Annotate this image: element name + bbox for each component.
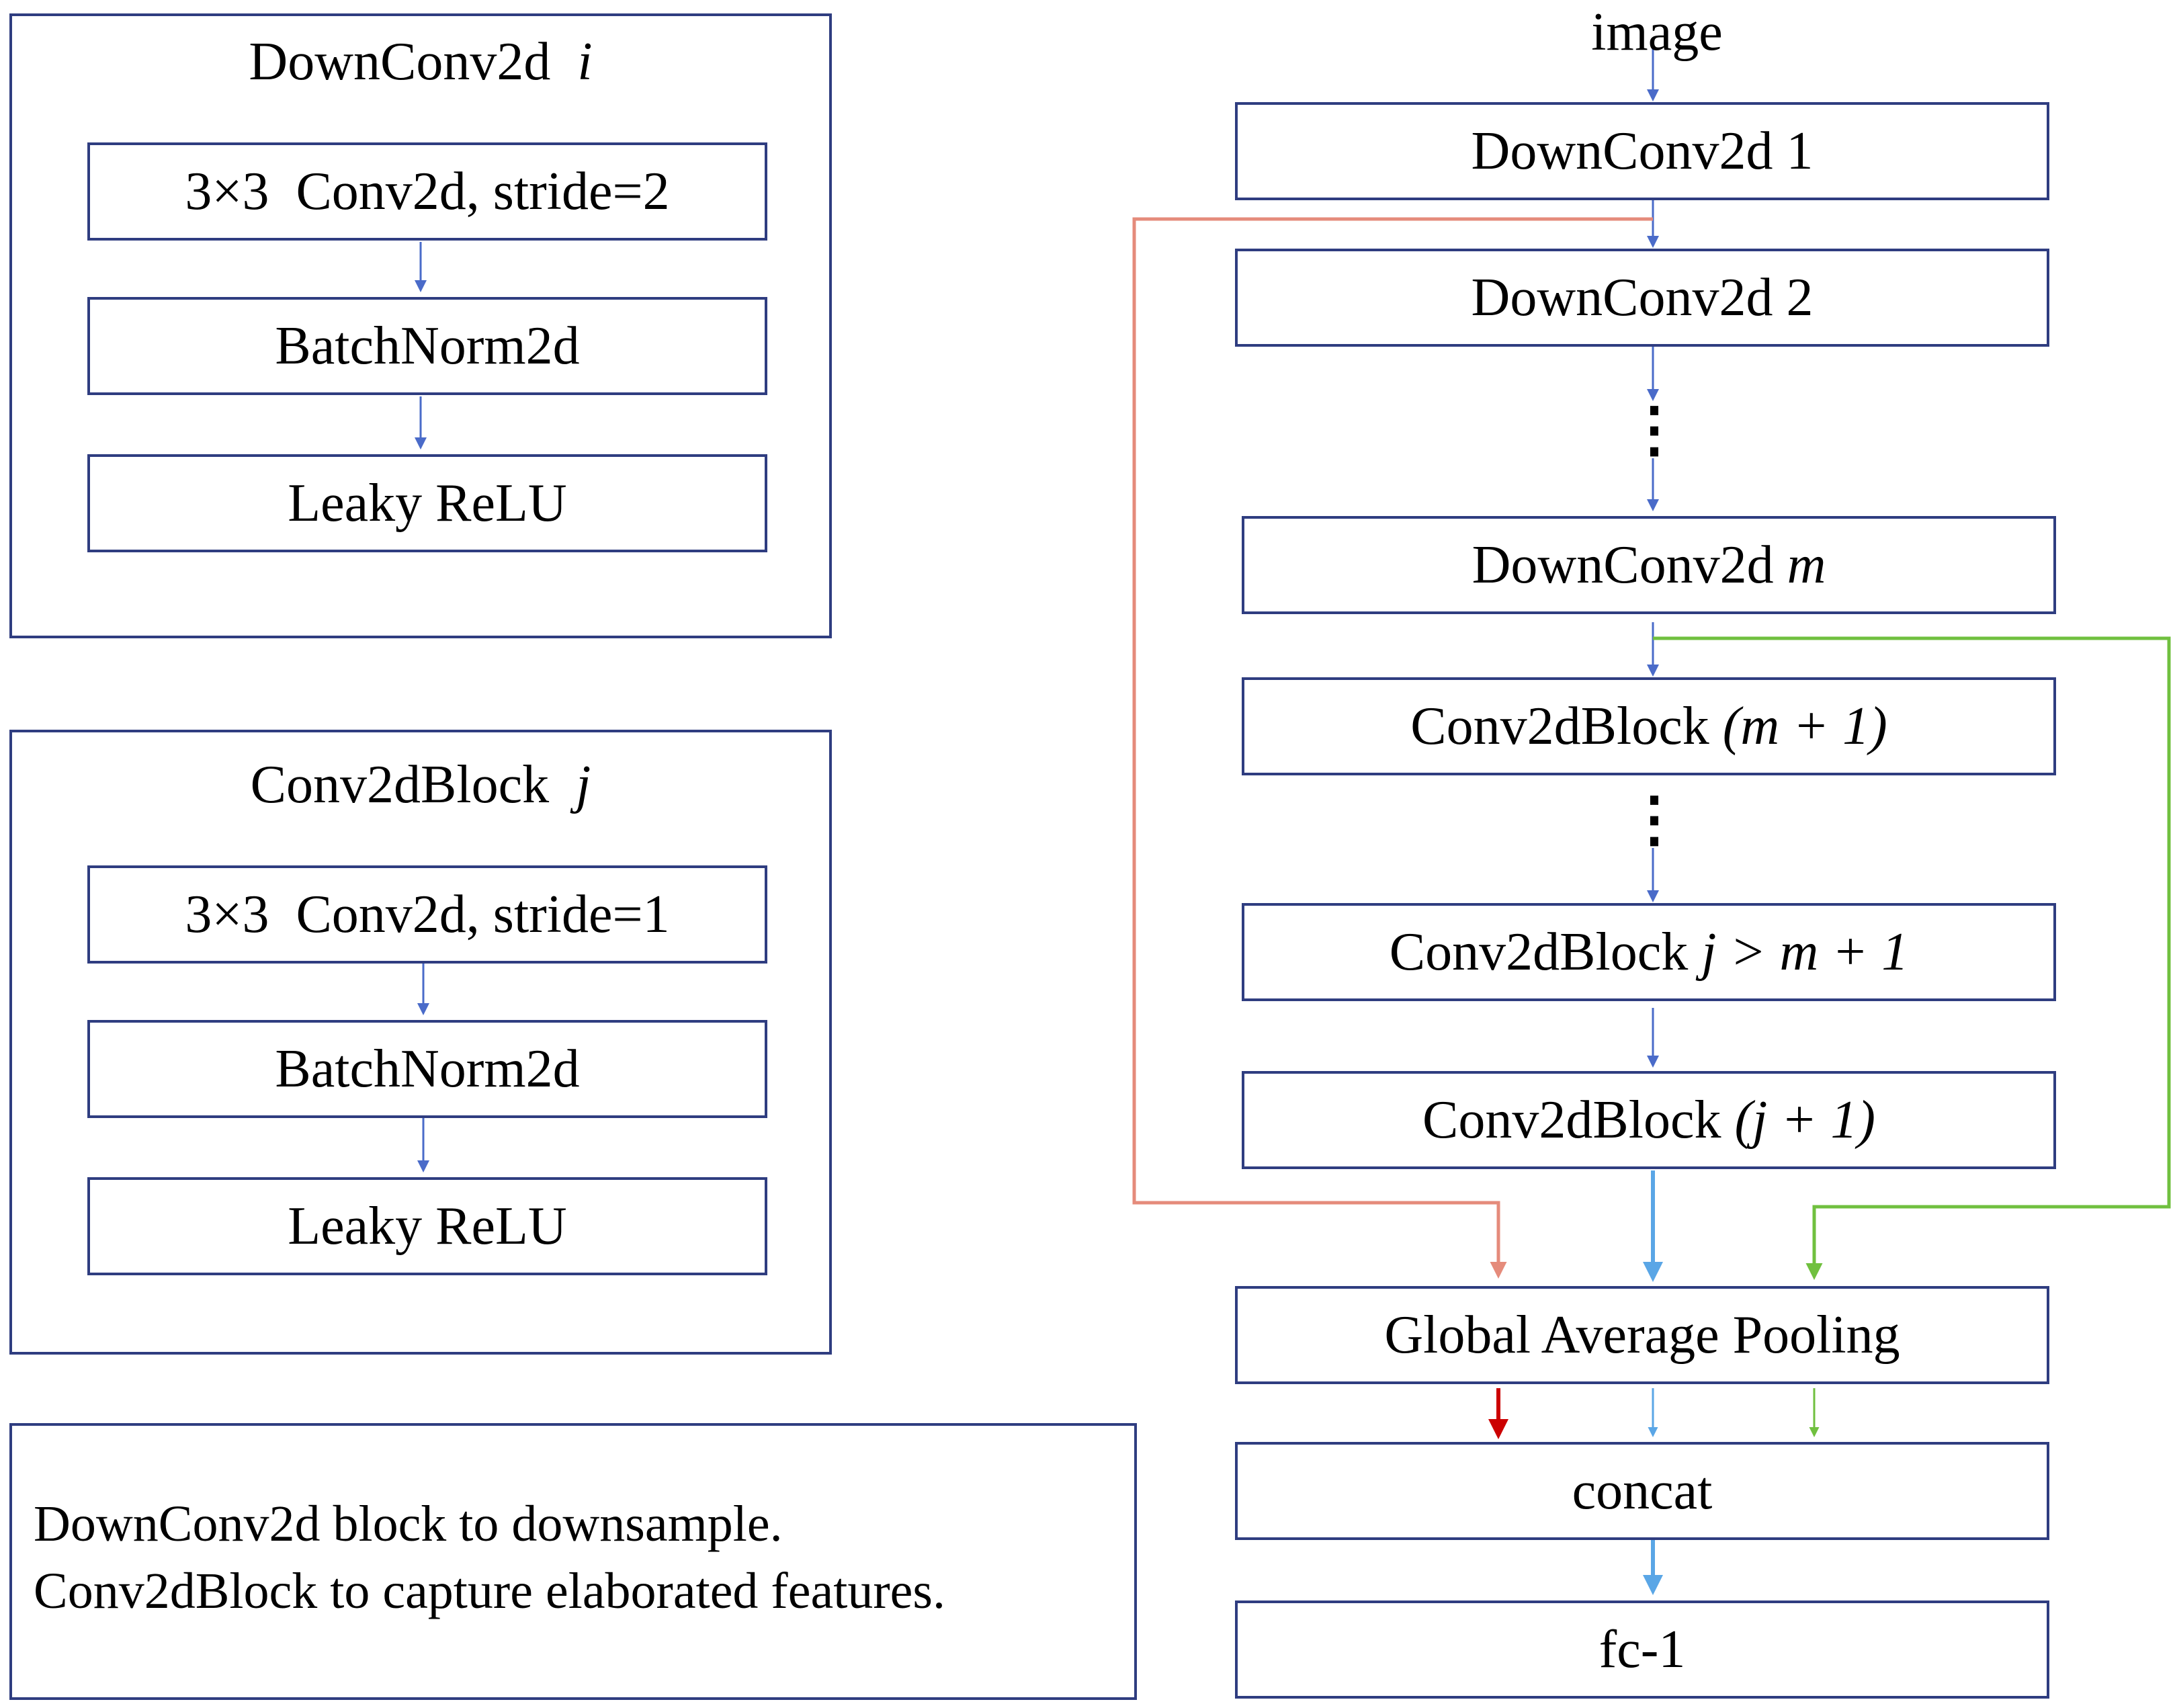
convblock-j-label: Conv2dBlock j > m + 1 [1390,925,1908,979]
convblock-j-expr: j > m + 1 [1701,923,1909,982]
downconv-panel-title: DownConv2d i [249,35,592,89]
downconv-panel [9,13,832,638]
conv2dblock-panel [9,730,832,1355]
downconv-2-label: DownConv2d 2 [1471,268,1814,327]
conv2dblock-panel-title-var: j [576,755,591,814]
convblock-j-prefix: Conv2dBlock [1389,923,1689,982]
convblock-j1-label: Conv2dBlock (j + 1) [1422,1093,1875,1147]
downconv-layer-batchnorm: BatchNorm2d [87,297,767,395]
downconv-1-block: DownConv2d 1 [1235,102,2049,200]
global-average-pooling-block: Global Average Pooling [1235,1286,2049,1384]
downconv-layer-conv-label: 3×3 Conv2d, stride=2 [185,162,670,221]
input-image-label: image [1591,3,1723,62]
downconv-layer-batchnorm-label: BatchNorm2d [275,316,580,376]
note-line-1: DownConv2d block to downsample. [34,1496,783,1552]
ellipsis-downconv: ⋮ [1624,397,1685,464]
downconv-panel-title-name: DownConv2d [249,32,551,91]
conv2dblock-layer-relu: Leaky ReLU [87,1177,767,1275]
skip-connection-downconv1-to-gap [1132,217,1653,1279]
conv2dblock-layer-relu-label: Leaky ReLU [288,1197,567,1256]
downconv-layer-conv: 3×3 Conv2d, stride=2 [87,142,767,241]
note-box [9,1423,1137,1700]
convblock-m1-block: Conv2dBlock (m + 1) [1242,677,2056,775]
concat-block: concat [1235,1442,2049,1540]
convblock-j1-expr: (j + 1) [1734,1091,1875,1150]
note-line-2: Conv2dBlock to capture elaborated featur… [34,1563,945,1619]
skip-connection-downconvm-to-gap [1653,636,2171,1280]
convblock-m1-prefix: Conv2dBlock [1410,697,1709,756]
convblock-j-block: Conv2dBlock j > m + 1 [1242,903,2056,1001]
fc-block: fc-1 [1235,1600,2049,1699]
global-average-pooling-label: Global Average Pooling [1384,1306,1900,1365]
convblock-j1-block: Conv2dBlock (j + 1) [1242,1071,2056,1169]
downconv-m-var: m [1787,536,1826,595]
fc-label: fc-1 [1599,1620,1686,1679]
downconv-2-block: DownConv2d 2 [1235,249,2049,347]
conv2dblock-panel-title: Conv2dBlock j [251,758,591,812]
downconv-layer-relu-label: Leaky ReLU [288,474,567,533]
ellipsis-convblock: ⋮ [1624,787,1685,853]
downconv-m-prefix: DownConv2d [1472,536,1774,595]
downconv-m-block: DownConv2d m [1242,516,2056,614]
downconv-panel-title-var: i [577,32,593,91]
note-text: DownConv2d block to downsample. Conv2dBl… [34,1490,945,1625]
conv2dblock-layer-batchnorm: BatchNorm2d [87,1020,767,1118]
downconv-1-label: DownConv2d 1 [1471,122,1814,181]
conv2dblock-layer-conv: 3×3 Conv2d, stride=1 [87,865,767,964]
downconv-layer-relu: Leaky ReLU [87,454,767,552]
conv2dblock-layer-batchnorm-label: BatchNorm2d [275,1039,580,1099]
conv2dblock-panel-title-name: Conv2dBlock [250,755,550,814]
convblock-m1-expr: (m + 1) [1722,697,1887,756]
convblock-j1-prefix: Conv2dBlock [1422,1091,1721,1150]
downconv-m-label: DownConv2d m [1472,538,1826,592]
convblock-m1-label: Conv2dBlock (m + 1) [1410,699,1887,753]
concat-label: concat [1572,1461,1713,1521]
conv2dblock-layer-conv-label: 3×3 Conv2d, stride=1 [185,885,670,944]
